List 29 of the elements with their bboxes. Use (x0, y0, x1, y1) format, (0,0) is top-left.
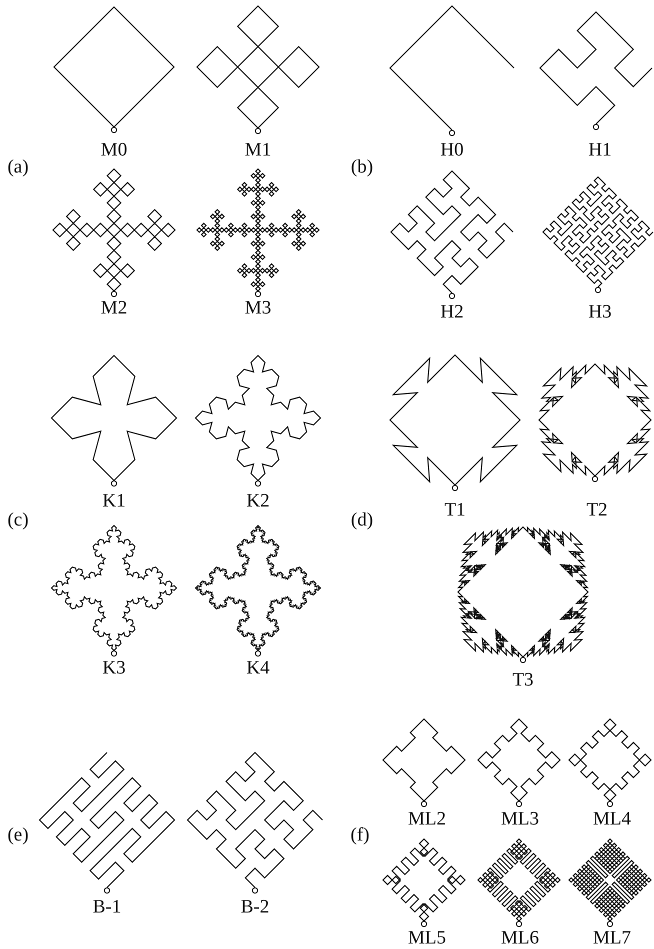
curve-label: H2 (440, 302, 464, 322)
curve-label: K2 (246, 492, 270, 510)
curve-label: ML3 (501, 810, 539, 828)
curve-label: ML7 (593, 928, 631, 948)
curve-label: T1 (444, 500, 466, 520)
curve-label: H3 (588, 302, 612, 322)
panel-label: (f) (350, 826, 370, 844)
curve-label: T3 (512, 670, 534, 690)
curve-label: B-1 (92, 898, 122, 916)
panel-label: (a) (7, 158, 29, 176)
panel-label: (e) (7, 826, 29, 844)
curve-label: M2 (100, 298, 128, 318)
curve-label: H1 (588, 140, 612, 160)
curve-label: ML6 (501, 928, 539, 948)
panel-label: (d) (350, 510, 374, 530)
curve-label: M3 (244, 298, 272, 318)
panel-label: (b) (350, 158, 374, 176)
curve-label: B-2 (240, 898, 270, 916)
curve-label: M0 (100, 140, 128, 160)
curve-label: ML4 (593, 810, 631, 828)
curve-label: M1 (244, 140, 272, 160)
curve-label: K3 (102, 658, 126, 678)
curve-label: H0 (440, 140, 464, 160)
curve-label: ML5 (408, 928, 446, 948)
curve-label: K4 (246, 658, 270, 678)
curve-label: K1 (102, 492, 126, 510)
curve-label: ML2 (408, 810, 446, 828)
panel-label: (c) (7, 510, 29, 530)
curve-label: T2 (586, 500, 608, 520)
